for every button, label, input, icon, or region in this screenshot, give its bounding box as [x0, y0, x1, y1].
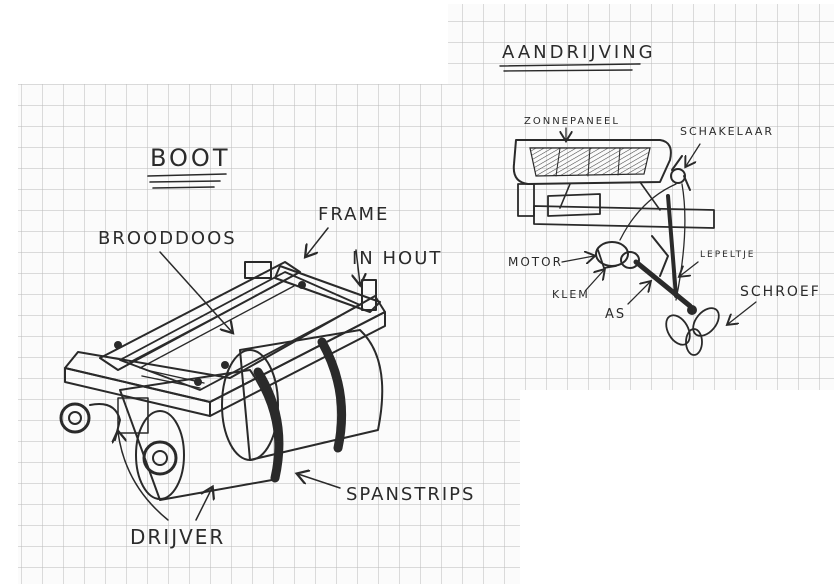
leader-spanstrips [298, 474, 341, 489]
label-schakelaar: SCHAKELAAR [680, 125, 774, 138]
leader-in-hout [356, 249, 360, 284]
leader-brooddoos [159, 251, 232, 332]
schroef-propeller [665, 305, 720, 356]
boot-title-underline [147, 173, 227, 189]
drijver-float-front [59, 367, 284, 501]
aandrijving-strut [651, 235, 669, 277]
leader-klem [585, 270, 604, 291]
frame-in-hout [64, 261, 386, 417]
label-as: AS [605, 307, 626, 322]
label-zonnepaneel: ZONNEPANEEL [524, 116, 620, 127]
brooddoos-lid-edge [129, 279, 295, 369]
brooddoos-box [119, 271, 361, 391]
leader-schroef [728, 301, 757, 324]
sheet-aandrijving-grid [448, 4, 834, 390]
zonnepaneel-panel [512, 139, 672, 185]
leader-as [627, 282, 650, 305]
leader-motor [561, 256, 594, 262]
label-in-hout: IN HOUT [352, 248, 442, 269]
label-klem: KLEM [552, 288, 590, 301]
sheet-boot-grid [18, 84, 520, 584]
aandrijving-title-underline [499, 63, 641, 72]
label-spanstrips: SPANSTRIPS [346, 484, 475, 505]
aandrijving-frame [517, 181, 715, 229]
label-schroef: SCHROEF [740, 284, 821, 300]
label-frame: FRAME [318, 204, 389, 225]
schakelaar-switch [670, 155, 691, 191]
aandrijving-title: AANDRIJVING [502, 42, 656, 63]
boot-title: BOOT [150, 144, 230, 172]
leader-schakelaar [686, 143, 701, 166]
leader-lepeltje [680, 261, 699, 276]
leader-drijver-left [118, 432, 169, 521]
drijver-float-back [221, 329, 384, 461]
sheet-boot: BOOT [18, 84, 520, 584]
aandrijving-wires [619, 183, 686, 301]
label-drijver: DRIJVER [130, 525, 225, 549]
as-shaft [633, 259, 693, 309]
lepeltje-rudder [666, 194, 678, 298]
leader-drijver-right [195, 488, 212, 521]
label-motor: MOTOR [508, 255, 563, 269]
sheet-aandrijving: AANDRIJVING [448, 4, 834, 390]
leader-frame [306, 227, 329, 256]
label-brooddoos: BROODDOOS [98, 228, 237, 249]
label-lepeltje: LEPELTJE [700, 250, 755, 260]
